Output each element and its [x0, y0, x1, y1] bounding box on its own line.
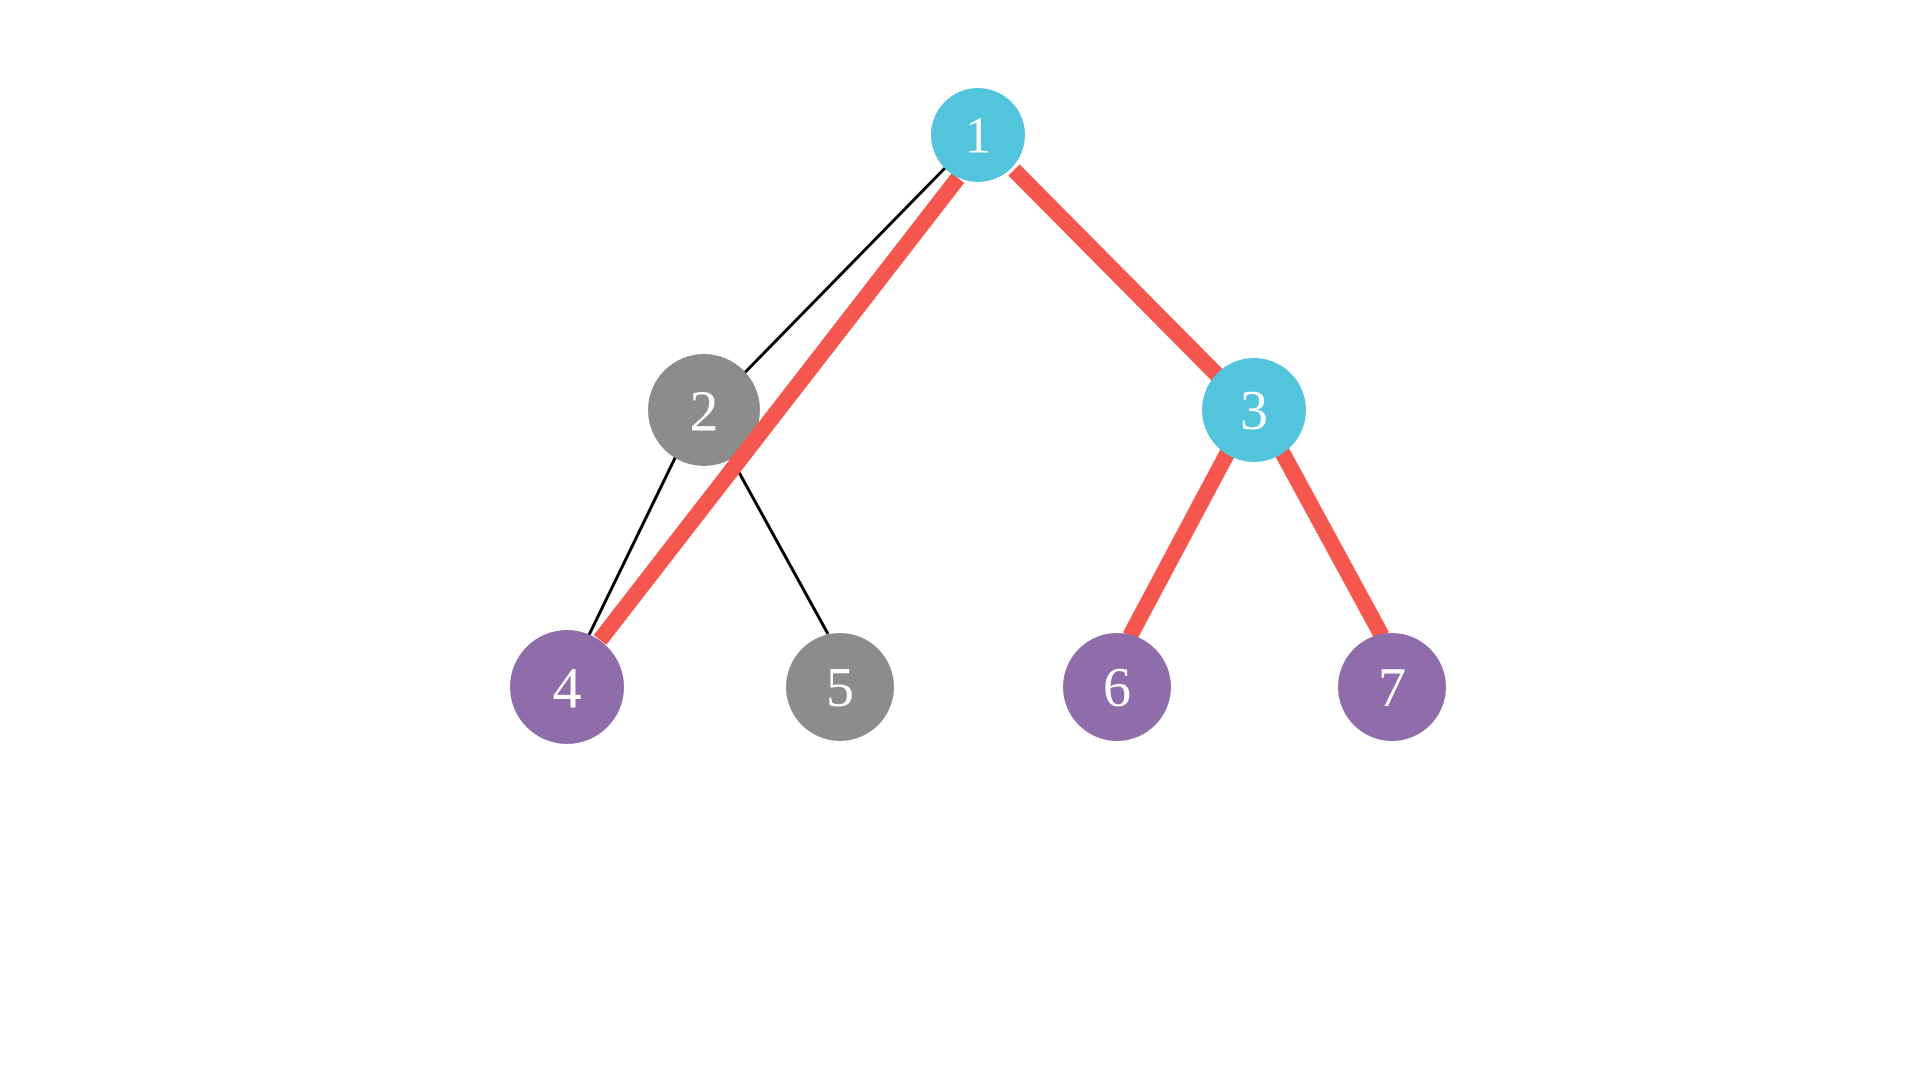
nodes-over-layer	[510, 88, 1446, 744]
graph-node-1[interactable]	[931, 88, 1025, 182]
highlight-edge-1-4	[593, 173, 965, 645]
edge-1-2	[716, 166, 947, 402]
graph-node-3[interactable]	[1202, 358, 1306, 462]
plain-edges-layer	[586, 166, 947, 638]
highlight-edge-3-7	[1274, 448, 1390, 640]
highlight-edge-3-6	[1122, 448, 1236, 640]
graph-node-7[interactable]	[1338, 633, 1446, 741]
highlight-edge-1-3	[1008, 164, 1248, 406]
graph-node-2[interactable]	[648, 354, 760, 466]
graph-node-4[interactable]	[510, 630, 624, 744]
highlight-edges-layer	[593, 164, 1390, 645]
edge-2-5	[728, 455, 830, 635]
graph-node-6[interactable]	[1063, 633, 1171, 741]
edge-2-4	[586, 455, 678, 638]
nodes-under-layer	[648, 354, 760, 466]
graph-node-5[interactable]	[786, 633, 894, 741]
